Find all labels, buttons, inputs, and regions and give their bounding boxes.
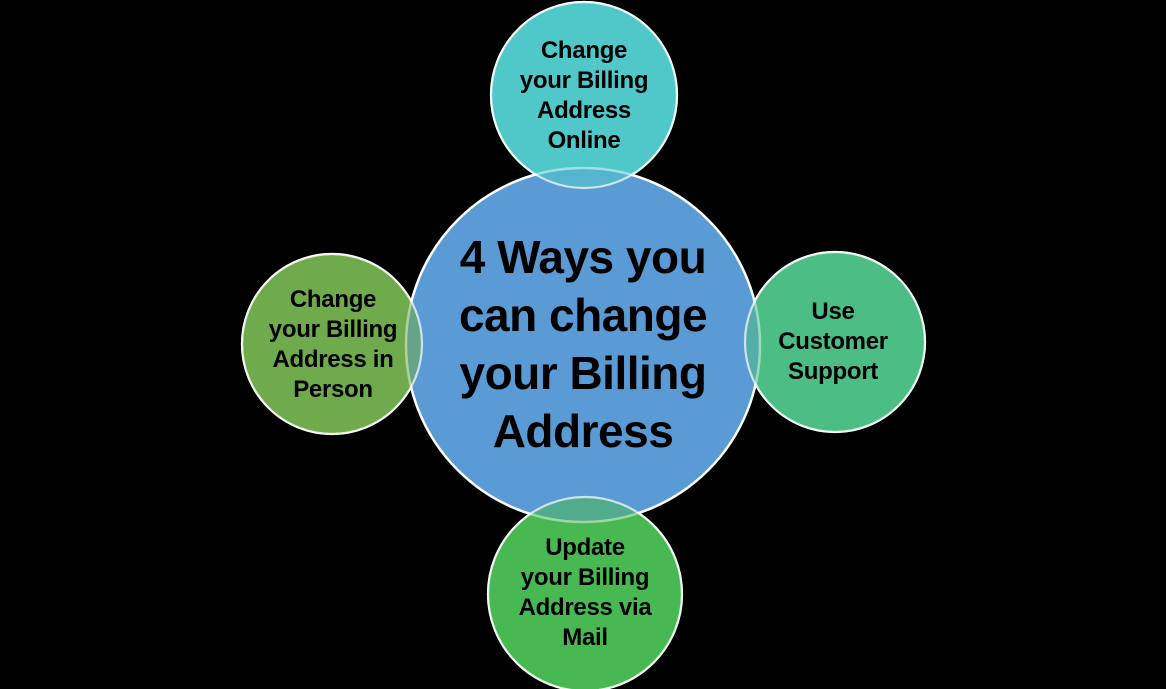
node-circle-customer-support	[743, 250, 927, 434]
satellite-circles-overlay	[240, 0, 927, 689]
center-circle	[404, 166, 762, 524]
node-circle-online	[489, 0, 679, 190]
node-circle-in-person	[240, 252, 424, 436]
node-circle-mail	[486, 495, 684, 689]
